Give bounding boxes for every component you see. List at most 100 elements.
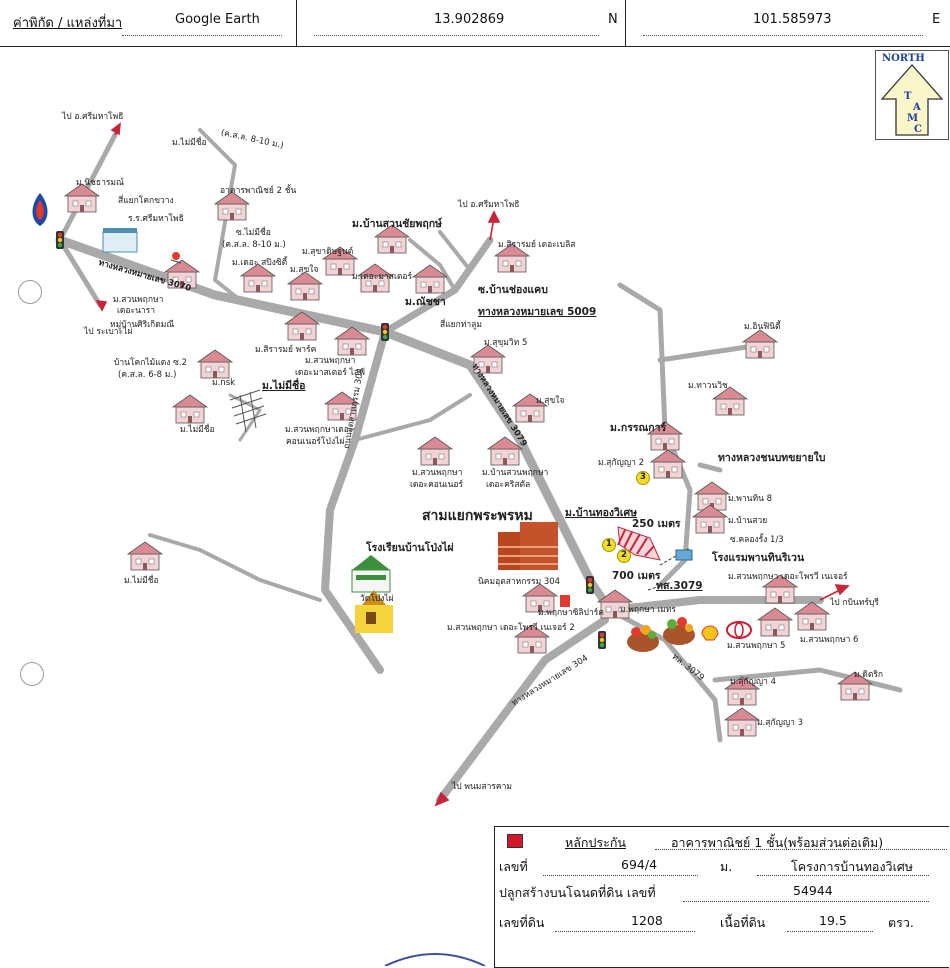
arrow-head-icon	[95, 300, 108, 312]
north-letter: M	[907, 113, 919, 124]
arrow-head-icon	[110, 122, 121, 136]
map-label: ม.สวนพฤกษาเดอะ	[285, 425, 354, 435]
road-rural	[657, 342, 763, 363]
dotted-line	[643, 35, 923, 36]
house-icon	[127, 541, 163, 571]
toyota-icon	[726, 621, 752, 639]
marker-3-icon	[636, 471, 650, 485]
north-title: NORTH	[882, 53, 925, 64]
hotel-icon	[675, 549, 693, 561]
map-label: สี่แยกโคกขวาง	[118, 196, 174, 206]
road-3079-east	[586, 576, 824, 614]
dotted-line	[555, 931, 695, 932]
coord-source: Google Earth	[175, 12, 260, 27]
road-local	[198, 128, 242, 302]
map-label: หมู่บ้านศิริเกิดมณี	[110, 320, 175, 330]
map-label: ม.พฤกษา เมทร	[620, 605, 676, 615]
house-no-label: เลขที่	[499, 859, 528, 874]
map-label: ม.บ้านทองวิเศษ	[565, 507, 638, 519]
marker-number: 3	[640, 472, 646, 482]
road-local	[228, 393, 262, 442]
arrow-head-icon	[834, 584, 850, 596]
deed-label: ปลูกสร้างบนโฉนดที่ดิน เลขที่	[499, 885, 656, 900]
map-label: วัดโป่งไผ่	[360, 594, 394, 604]
market-basket-icon	[663, 617, 695, 645]
road-304-north	[321, 328, 389, 674]
north-letter: C	[914, 124, 922, 135]
map-label: ม.ไม่มีชื่อ	[180, 425, 215, 435]
north-letter: A	[913, 102, 921, 113]
dotted-line	[757, 875, 929, 876]
distance-line	[659, 547, 691, 566]
collateral-label: หลักประกัน	[565, 835, 626, 850]
map-label: ม.สวนพฤกษา	[412, 468, 463, 478]
map-label: ม.ไม่มีชื่อ	[124, 576, 159, 586]
deed-value: 54944	[793, 883, 833, 898]
moo-label: ม.	[720, 859, 733, 874]
house-icon	[694, 481, 730, 511]
dotted-line	[683, 901, 929, 902]
traffic-light-icon	[598, 631, 606, 649]
map-label: ม.เดอะมาสเตอร์	[352, 272, 413, 282]
map-label: ม.สุขใจ	[536, 396, 565, 406]
land-area-value: 19.5	[819, 913, 847, 928]
house-icon	[417, 436, 453, 466]
north-letter: T	[904, 91, 912, 102]
map-label: ซ.บ้านช่องแคบ	[478, 284, 548, 296]
map-label: ม.นิชธารมณ์	[76, 178, 124, 188]
map-label: ม.สวนพฤกษา 6	[800, 635, 859, 645]
map-label: ม.สุกัญญา 2	[598, 458, 645, 468]
marker-2-icon	[617, 549, 631, 563]
land-no-label: เลขที่ดิน	[499, 915, 545, 930]
map-label: ม.บ้านสวย	[728, 516, 768, 526]
school-icon	[351, 555, 391, 593]
road-local	[438, 230, 472, 272]
arrow-east-icon	[819, 589, 841, 601]
road-304-south	[436, 616, 609, 804]
land-area-label: เนื้อที่ดิน	[720, 915, 766, 930]
school-icon	[102, 228, 138, 253]
map-label: ม.บ้านสวนชัยพฤกษ์	[352, 218, 442, 230]
stamp-arc-icon	[384, 953, 486, 966]
binder-hole	[18, 280, 42, 304]
map-label: บ้านโคกไม้แดง ซ.2	[114, 358, 187, 368]
coord-label: ค่าพิกัด / แหล่งที่มา	[13, 16, 123, 31]
map-label: ม.สวนพฤกษา	[113, 295, 164, 305]
map-label: ม.ณัชชา	[405, 296, 446, 308]
arrow-head-icon	[487, 210, 501, 223]
property-info-box: หลักประกัน อาคารพาณิชย์ 1 ชั้น(พร้อมส่วน…	[494, 826, 949, 968]
arrow-head-icon	[434, 791, 450, 807]
map-label: ม.สุขุมวิท 5	[484, 338, 528, 348]
road-west-south	[57, 237, 103, 308]
house-icon	[794, 601, 830, 631]
subject-property-marker	[617, 526, 661, 561]
traffic-light-icon	[586, 576, 594, 594]
map-label: คอนเนอร์โป่งไผ่	[286, 437, 345, 447]
dotted-line	[314, 35, 599, 36]
map-label: ม.สุขใจ	[290, 265, 319, 275]
map-label: ม.บ้านสวนพฤกษา	[482, 468, 549, 478]
longitude-value: 101.585973	[753, 12, 832, 27]
map-label: อาคารพาณิชย์ 2 ชั้น	[220, 186, 297, 196]
map-label: ม.ไม่มีชื่อ	[262, 380, 306, 392]
dotted-line	[122, 35, 282, 36]
building-type: อาคารพาณิชย์ 1 ชั้น(พร้อมส่วนต่อเติม)	[671, 835, 884, 850]
house-no-value: 694/4	[621, 857, 658, 872]
gas-station-icon	[32, 193, 48, 226]
map-label: ทางหลวงชนบทขยายใบ	[718, 452, 826, 464]
house-icon	[214, 191, 250, 221]
map-label: ม.สุกัญญา 3	[757, 718, 804, 728]
map-label: ม.ดิตริก	[854, 670, 884, 680]
map-label: ม.สิรารมย์ เดอะเบลิส	[498, 240, 576, 250]
village-grid-icon	[229, 389, 267, 433]
map-label: ม.สิรารมย์ พาร์ค	[255, 345, 317, 355]
longitude-dir: E	[932, 12, 941, 27]
road-rural	[697, 462, 723, 473]
map-label: ม.สวนพฤกษา 5	[727, 641, 786, 651]
land-no-value: 1208	[631, 913, 663, 928]
temple-icon	[355, 590, 393, 633]
house-icon	[197, 349, 233, 379]
shell-icon	[701, 625, 719, 641]
map-label: ม.เดอะ สปิงซิตี้	[232, 258, 288, 268]
house-icon	[64, 183, 100, 213]
